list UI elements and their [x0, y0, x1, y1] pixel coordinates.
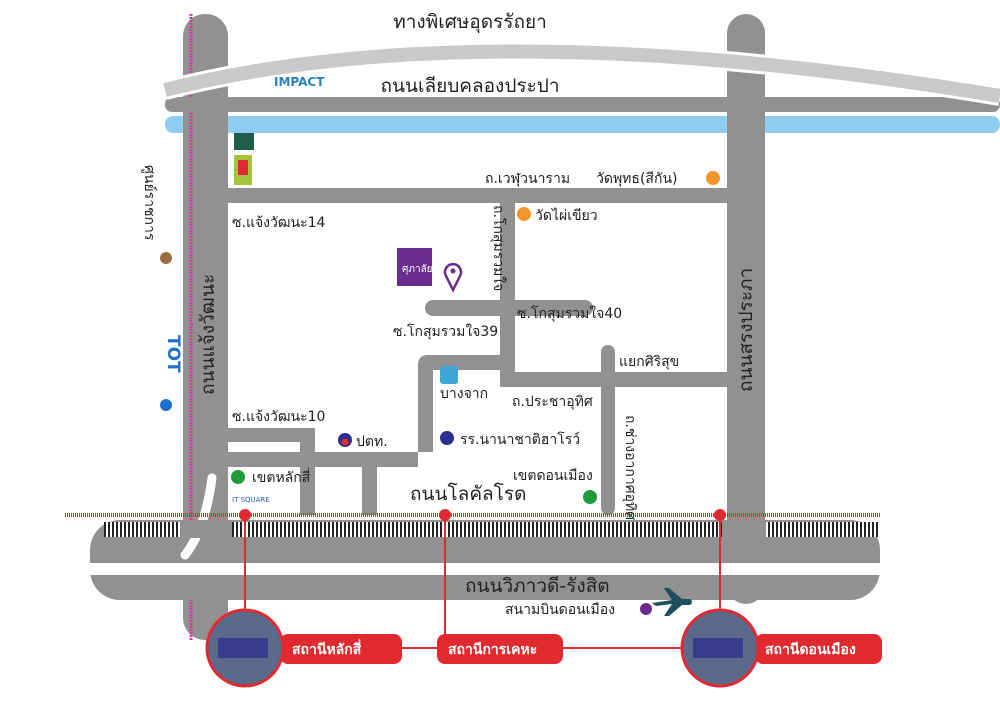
road-changakat	[601, 345, 615, 515]
label-local-road: ถนนโลคัลโรด	[410, 482, 526, 505]
tot-logo: TOT	[163, 335, 183, 373]
tot-marker	[160, 399, 172, 411]
train-icon	[218, 638, 268, 658]
impact-logo: IMPACT	[274, 75, 325, 89]
road-songprapha	[727, 14, 765, 604]
road-kosum39	[425, 300, 593, 316]
label-prachauthit: ถ.ประชาอุทิศ	[512, 394, 593, 410]
label-vibhavadi: ถนนวิภาวดี-รังสิต	[465, 575, 610, 597]
label-soi10: ซ.แจ้งวัฒนะ10	[232, 409, 325, 425]
ptt-logo-inner	[341, 438, 349, 446]
station-donmueang[interactable]: สถานีดอนเมือง	[680, 608, 882, 688]
temple-marker	[517, 207, 531, 221]
train-icon	[693, 638, 743, 658]
station-dot	[714, 509, 726, 521]
label-soi14: ซ.แจ้งวัฒนะ14	[232, 215, 326, 231]
project-logo-text: ศุภาลัย	[402, 264, 433, 275]
govt-center-marker	[160, 252, 172, 264]
label-canal-road: ถนนเลียบคลองประปา	[380, 75, 559, 97]
station-laksi[interactable]: สถานีหลักสี่	[205, 608, 402, 688]
label-kosum40: ซ.โกสุมรวมใจ40	[517, 305, 622, 322]
itsquare-logo: IT SQUARE	[232, 496, 270, 504]
bangchak-logo	[440, 366, 458, 384]
label-sirisuk: แยกศิริสุข	[619, 354, 679, 370]
district-marker	[583, 490, 597, 504]
location-pin-icon[interactable]	[443, 262, 463, 293]
label-wephuwanaram: ถ.เวฬุวนาราม	[485, 171, 570, 187]
road-bangchak	[228, 355, 500, 467]
road-wephuwanaram	[228, 188, 727, 203]
label-donmueang-district: เขตดอนเมือง	[513, 468, 593, 484]
road-canal	[165, 97, 1000, 112]
road-vibhavadi	[90, 520, 880, 600]
station-dot	[239, 509, 251, 521]
road-vibhavadi-stripe	[90, 563, 880, 575]
road-soi10	[228, 428, 315, 515]
label-wat-phai: วัดไผ่เขียว	[535, 207, 598, 224]
airport-marker	[640, 603, 652, 615]
bigc-logo-c	[238, 160, 248, 175]
road-ptt-branch	[362, 452, 377, 515]
rail-gap	[180, 520, 232, 538]
label-songprapha: ถนนสรงประภา	[735, 268, 757, 392]
road-chaengwattana	[183, 14, 228, 640]
expressway-inner	[163, 44, 1000, 103]
rail-gap	[722, 520, 766, 538]
label-laksi-district: เขตหลักสี่	[252, 468, 311, 486]
project-logo	[397, 248, 432, 286]
station-dot	[439, 509, 451, 521]
district-marker	[231, 470, 245, 484]
label-changakat: ถ.ช่างอากาศอุทิศ	[622, 415, 638, 520]
temple-marker	[706, 171, 720, 185]
label-ptt: ปตท.	[356, 434, 388, 450]
label-harrow: รร.นานาชาติฮาโรว์	[460, 431, 580, 448]
school-marker	[440, 431, 454, 445]
label-kosum39: ซ.โกสุมรวมใจ39	[393, 323, 498, 340]
label-wat-phut: วัดพุทธ(สีกัน)	[596, 171, 677, 187]
svg-text:สถานีการเคหะ: สถานีการเคหะ	[448, 642, 537, 658]
label-govt-center: ศูนย์ราชการ	[141, 165, 158, 241]
label-chaengwattana: ถนนแจ้งวัฒนะ	[197, 274, 219, 395]
tesco-lotus-logo	[234, 133, 254, 150]
road-kosum	[500, 203, 515, 386]
label-airport: สนามบินดอนเมือง	[505, 602, 615, 618]
station-kheha[interactable]: สถานีการเคหะ	[437, 634, 563, 664]
svg-text:สถานีหลักสี่: สถานีหลักสี่	[292, 639, 362, 658]
svg-text:สถานีดอนเมือง: สถานีดอนเมือง	[765, 642, 856, 658]
canal	[165, 116, 1000, 133]
rail-ties	[104, 522, 880, 537]
label-expressway: ทางพิเศษอุดรรัถยา	[393, 11, 547, 34]
label-bangchak: บางจาก	[440, 386, 488, 402]
airplane-icon	[652, 588, 692, 616]
label-kosum: ถ.โกสุมรวมใจ	[490, 205, 507, 291]
